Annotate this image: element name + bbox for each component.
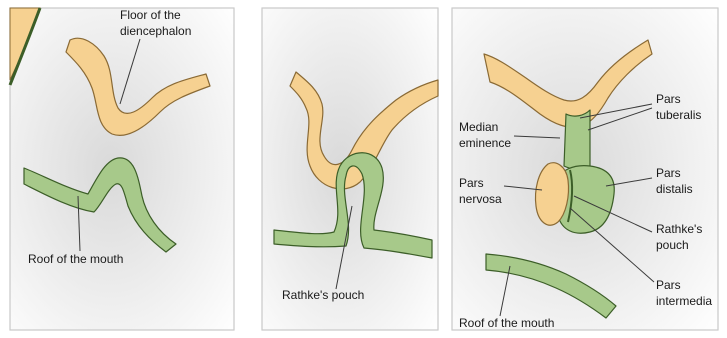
panel-mature-pituitary: Median eminence Pars nervosa Pars tubera…	[452, 8, 718, 330]
label-tuberalis-line2: tuberalis	[656, 108, 701, 122]
label-roof-panel3: Roof of the mouth	[459, 316, 554, 330]
label-rathke-line1: Rathke's	[656, 222, 702, 236]
label-floor-line2: diencephalon	[120, 24, 191, 38]
label-intermedia-line2: intermedia	[656, 294, 712, 308]
label-rathke-panel2: Rathke's pouch	[282, 288, 364, 302]
label-intermedia-line1: Pars	[656, 278, 681, 292]
label-tuberalis-line1: Pars	[656, 92, 681, 106]
label-nervosa-line1: Pars	[459, 176, 484, 190]
label-median-line2: eminence	[459, 136, 511, 150]
label-nervosa-line2: nervosa	[459, 192, 502, 206]
label-roof-panel1: Roof of the mouth	[28, 252, 123, 266]
label-floor-line1: Floor of the	[120, 8, 181, 22]
label-rathke-line2: pouch	[656, 238, 689, 252]
label-distalis-line1: Pars	[656, 166, 681, 180]
label-distalis-line2: distalis	[656, 182, 693, 196]
pars-tuberalis-shape	[564, 110, 590, 169]
panel-rathke-pouch-stage: Rathke's pouch	[262, 8, 438, 330]
label-median-line1: Median	[459, 120, 498, 134]
panel-early-stage: Floor of the diencephalon Roof of the mo…	[10, 8, 234, 330]
